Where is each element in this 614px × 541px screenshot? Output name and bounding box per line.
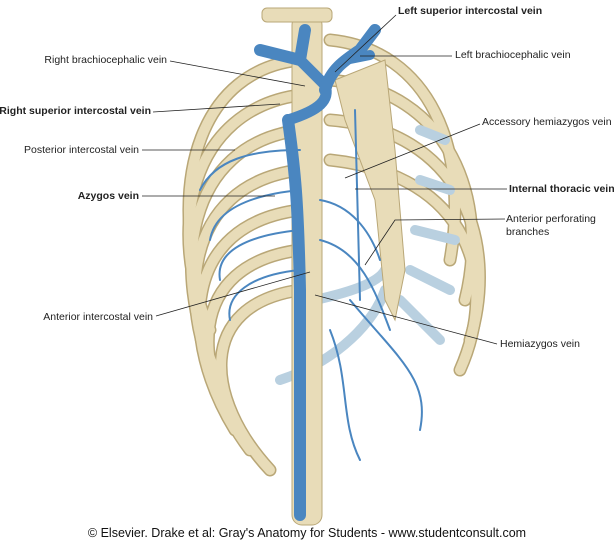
- label-accessory-hemiazygos-vein: Accessory hemiazygos vein: [482, 116, 612, 128]
- leader-lines: [142, 14, 507, 345]
- label-internal-thoracic-vein: Internal thoracic vein: [509, 183, 614, 195]
- label-left-brachiocephalic-vein: Left brachiocephalic vein: [455, 49, 571, 61]
- label-azygos-vein: Azygos vein: [77, 190, 139, 202]
- label-anterior-intercostal-vein: Anterior intercostal vein: [43, 311, 153, 323]
- label-line-2: branches: [506, 226, 550, 238]
- label-left-superior-intercostal-vein: Left superior intercostal vein: [398, 5, 543, 17]
- ribs: [182, 33, 486, 477]
- veins: [199, 24, 423, 521]
- label-line-1: Anterior perforating: [506, 213, 596, 225]
- label-right-superior-intercostal-vein: Right superior intercostal vein: [0, 105, 151, 117]
- label-anterior-perforating-branches: Anterior perforating branches: [506, 213, 596, 239]
- right-brachiocephalic: [254, 24, 311, 68]
- copyright-notice: © Elsevier. Drake et al: Gray's Anatomy …: [87, 526, 527, 540]
- left-brachiocephalic: [319, 24, 381, 96]
- label-hemiazygos-vein: Hemiazygos vein: [500, 338, 580, 350]
- label-posterior-intercostal-vein: Posterior intercostal vein: [24, 144, 139, 156]
- label-right-brachiocephalic-vein: Right brachiocephalic vein: [44, 54, 167, 66]
